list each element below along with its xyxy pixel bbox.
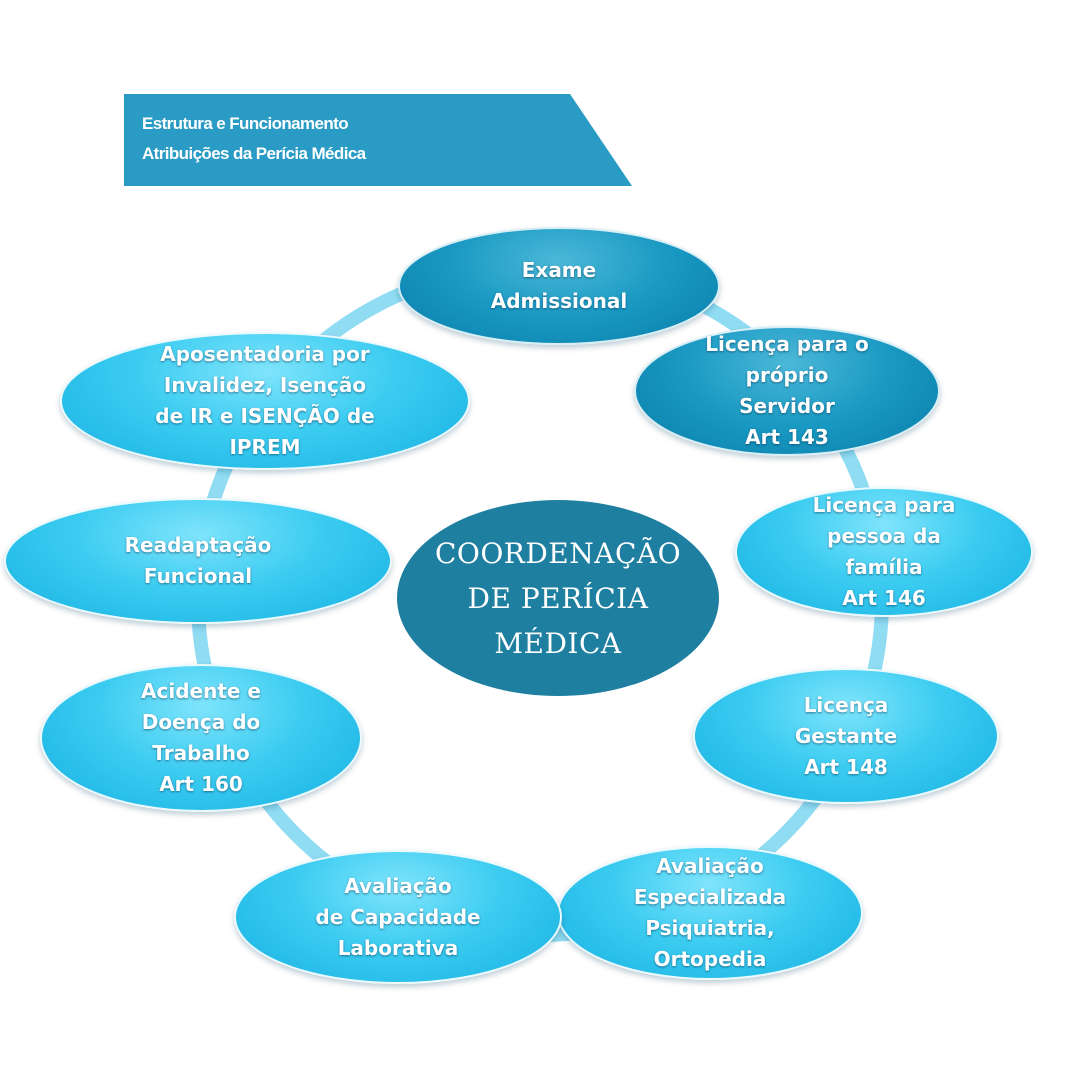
banner-shape [124,94,632,186]
node-licenca-pessoa-familia: Licença para pessoa da família Art 146 [735,487,1033,617]
node-licenca-gestante: Licença Gestante Art 148 [693,668,999,804]
node-readaptacao-funcional: Readaptação Funcional [4,498,392,624]
node-avaliacao-especializada: Avaliação Especializada Psiquiatria, Ort… [557,846,863,980]
node-aposentadoria-invalidez: Aposentadoria por Invalidez, Isenção de … [60,332,470,470]
center-coordenacao: COORDENAÇÃO DE PERÍCIA MÉDICA [397,500,719,696]
node-acidente-doenca-trabalho: Acidente e Doença do Trabalho Art 160 [40,664,362,812]
node-exame-admissional: Exame Admissional [398,227,720,345]
node-avaliacao-capacidade-laborativa: Avaliação de Capacidade Laborativa [234,850,562,984]
center-label: COORDENAÇÃO DE PERÍCIA MÉDICA [434,536,682,660]
title-banner: Estrutura e Funcionamento Atribuições da… [124,94,632,186]
banner-title-line-1: Estrutura e Funcionamento [142,114,349,133]
banner-title-line-2: Atribuições da Perícia Médica [142,144,366,163]
node-licenca-proprio-servidor: Licença para o próprio Servidor Art 143 [634,326,940,456]
